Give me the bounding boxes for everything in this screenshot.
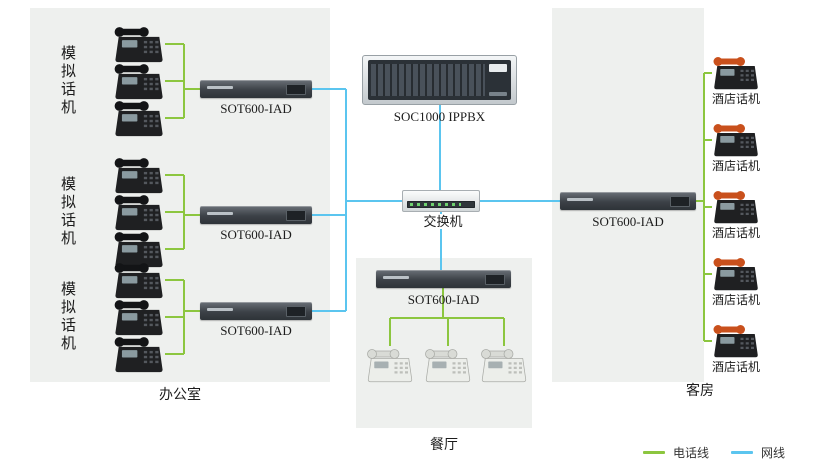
iad-device [560,192,696,210]
network-line-swatch [731,451,754,454]
iad-brand-mark [207,212,233,215]
iad-label: SOT600-IAD [220,101,292,116]
analog-phone-icon [113,336,165,374]
office-caption: 办公室 [159,388,201,403]
iad-device [200,302,312,320]
analog-phone-icon [113,100,165,138]
iad-port-block [286,306,306,317]
hotel-phone-icon [712,56,760,91]
iad-port-block [286,210,306,221]
server-drive-strip [489,92,507,96]
hotel-phone-label: 酒店话机 [711,226,760,240]
analog-phone-group-label: 模拟话机 [59,176,75,248]
iad-brand-mark [567,198,593,201]
analog-phone-icon [113,63,165,101]
restaurant-phone-icon [424,346,472,386]
iad-brand-mark [207,308,233,311]
iad-device [376,270,511,288]
analog-phone-icon [113,26,165,64]
iad-device [200,206,312,224]
network-line-office-iads-to-switch [312,88,402,312]
ippbx-server [362,55,517,105]
iad-label: SOT600-IAD [220,227,292,242]
analog-phone-group-label: 模拟话机 [59,45,75,117]
analog-phone-icon [113,262,165,300]
guestroom-caption: 客房 [686,384,714,399]
analog-phone-group-label: 模拟话机 [59,281,75,353]
phone-line-office-group3 [165,279,200,355]
server-vents [371,64,485,96]
switch-label: 交换机 [401,214,485,229]
hotel-phone-icon [712,324,760,359]
analog-phone-icon [113,299,165,337]
hotel-phone-icon [712,123,760,158]
restaurant-phone-icon [480,346,528,386]
network-lines [312,88,560,312]
iad-port-block [286,84,306,95]
iad-label: SOT600-IAD [592,214,664,229]
server-label: SOC1000 IPPBX [393,109,486,124]
hotel-phone-label: 酒店话机 [711,360,760,374]
restaurant-phone-icon [366,346,414,386]
iad-port-block [485,274,505,285]
phone-line-restaurant [389,288,505,346]
hotel-phone-label: 酒店话机 [711,159,760,173]
restaurant-caption: 餐厅 [430,438,458,453]
hotel-phone-icon [712,190,760,225]
legend: 电话线 网线 [643,444,785,461]
switch-ports [407,201,475,208]
phone-line-guestrooms [696,72,712,342]
iad-label: SOT600-IAD [220,323,292,338]
network-switch [402,190,480,212]
phone-line-office-group1 [165,43,200,119]
server-front-panel [368,60,511,100]
phone-lines [165,43,712,355]
iad-device [200,80,312,98]
iad-brand-mark [207,86,233,89]
phone-line-office-group2 [165,174,200,250]
iad-brand-mark [383,276,409,279]
hotel-phone-label: 酒店话机 [711,293,760,307]
analog-phone-icon [113,157,165,195]
phone-line-swatch [643,451,665,454]
iad-label: SOT600-IAD [407,292,480,307]
analog-phone-icon [113,194,165,232]
network-line-legend-label: 网线 [761,446,786,460]
server-brand-badge [489,64,507,72]
phone-line-legend-label: 电话线 [673,446,710,460]
hotel-phone-icon [712,257,760,292]
iad-port-block [670,196,690,207]
hotel-phone-label: 酒店话机 [711,92,760,106]
